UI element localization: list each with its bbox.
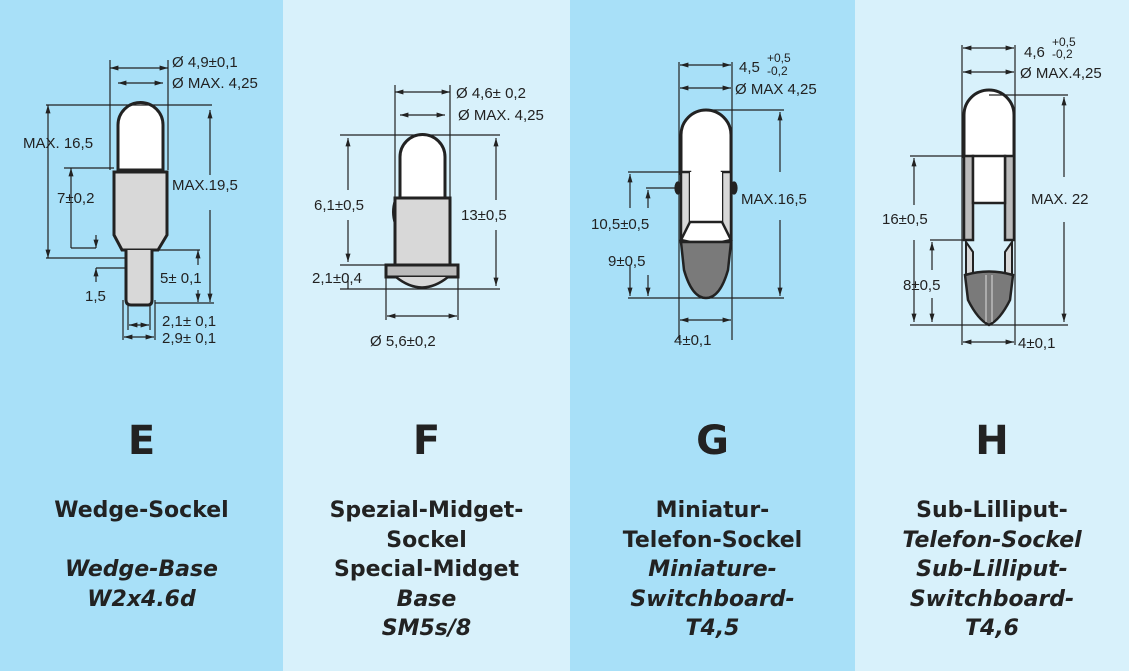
dim-text: 4±0,1 [1018, 335, 1055, 352]
dim-tolerance: -0,2 [767, 64, 788, 78]
caption-line: Switchboard- [909, 586, 1075, 612]
dim-text: 9±0,5 [608, 253, 645, 270]
dim-text: Ø 4,9±0,1 [172, 54, 238, 71]
caption-line: Wedge-Sockel [54, 498, 229, 523]
caption-line: Special-Midget [334, 557, 519, 582]
caption-line: Sub-Lilliput- [916, 557, 1068, 582]
caption-line: Wedge-Base [65, 557, 218, 582]
caption-line: Base [396, 586, 457, 612]
dim-text: 16±0,5 [882, 211, 928, 228]
dim-text: Ø 4,6± 0,2 [456, 85, 526, 102]
caption-line: Sub-Lilliput- [916, 498, 1068, 523]
panel-g-labels: G Miniatur- Telefon-Sockel Miniature- Sw… [570, 0, 855, 671]
dim-text: 13±0,5 [461, 207, 507, 224]
base-caption: Wedge-Sockel Wedge-Base W2x4.6d [0, 496, 283, 614]
caption-line [0, 526, 283, 556]
dim-text: Ø MAX.4,25 [1020, 65, 1102, 82]
base-caption: Sub-Lilliput- Telefon-Sockel Sub-Lillipu… [855, 496, 1129, 644]
lamp-h-drawing [910, 45, 1068, 345]
base-letter: H [975, 418, 1009, 464]
dims-h: 4,6 +0,5 -0,2 Ø MAX.4,25 MAX. 22 16±0,5 … [882, 35, 1102, 352]
caption-line: SM5s/8 [381, 616, 472, 641]
base-letter: E [127, 418, 156, 464]
lamp-g-drawing [627, 62, 784, 340]
dim-text: 10,5±0,5 [591, 216, 649, 233]
dim-text: 4,6 [1024, 44, 1045, 61]
dim-text: 1,5 [85, 288, 106, 305]
panel-special-midget [283, 0, 570, 671]
dim-text: 2,1±0,4 [312, 270, 362, 287]
panel-f-labels: F Spezial-Midget- Sockel Special-Midget … [283, 0, 570, 671]
dim-text: 6,1±0,5 [314, 197, 364, 214]
dim-text: 8±0,5 [903, 277, 940, 294]
dims-e: Ø 4,9±0,1 Ø MAX. 4,25 MAX. 16,5 MAX.19,5… [23, 54, 258, 347]
dim-text: MAX.16,5 [741, 191, 807, 208]
dims-g: 4,5 +0,5 -0,2 Ø MAX 4,25 MAX.16,5 10,5±0… [591, 51, 817, 349]
dim-text: 2,1± 0,1 [162, 313, 216, 330]
dim-text: MAX. 22 [1031, 191, 1089, 208]
caption-line: Switchboard- [630, 586, 795, 612]
caption-line: Telefon-Sockel [622, 527, 803, 553]
caption-line: Miniature- [648, 557, 777, 582]
caption-line: T4,5 [685, 616, 740, 641]
caption-line: Telefon-Sockel [902, 527, 1082, 553]
base-letter: F [412, 418, 441, 464]
caption-line: Sockel [386, 527, 467, 553]
dim-tolerance: +0,5 [767, 51, 791, 65]
dim-text: MAX.19,5 [172, 177, 238, 194]
dim-text: Ø MAX 4,25 [735, 81, 817, 98]
dims-f: Ø 4,6± 0,2 Ø MAX. 4,25 6,1±0,5 13±0,5 2,… [312, 85, 544, 350]
lamp-e-drawing [45, 60, 214, 340]
base-letter: G [696, 418, 729, 464]
dim-text: 7±0,2 [57, 190, 94, 207]
caption-line: W2x4.6d [87, 586, 196, 612]
panel-h-labels: H Sub-Lilliput- Telefon-Sockel Sub-Lilli… [855, 0, 1129, 671]
dim-text: 2,9± 0,1 [162, 330, 216, 347]
dim-text: Ø MAX. 4,25 [458, 107, 544, 124]
base-caption: Miniatur- Telefon-Sockel Miniature- Swit… [570, 496, 855, 644]
lamp-f-drawing [340, 85, 500, 320]
dim-tolerance: -0,2 [1052, 47, 1073, 61]
dim-text: 4±0,1 [674, 332, 711, 349]
caption-line: T4,6 [965, 616, 1019, 641]
panel-e-labels: E Wedge-Sockel Wedge-Base W2x4.6d [0, 0, 283, 671]
dim-text: 4,5 [739, 59, 760, 76]
dim-text: MAX. 16,5 [23, 135, 93, 152]
dim-tolerance: +0,5 [1052, 35, 1076, 49]
dim-text: Ø 5,6±0,2 [370, 333, 436, 350]
dim-text: Ø MAX. 4,25 [172, 75, 258, 92]
caption-line: Spezial-Midget- [329, 498, 524, 523]
caption-line: Miniatur- [655, 498, 770, 523]
base-caption: Spezial-Midget- Sockel Special-Midget Ba… [283, 496, 570, 644]
dim-text: 5± 0,1 [160, 270, 202, 287]
